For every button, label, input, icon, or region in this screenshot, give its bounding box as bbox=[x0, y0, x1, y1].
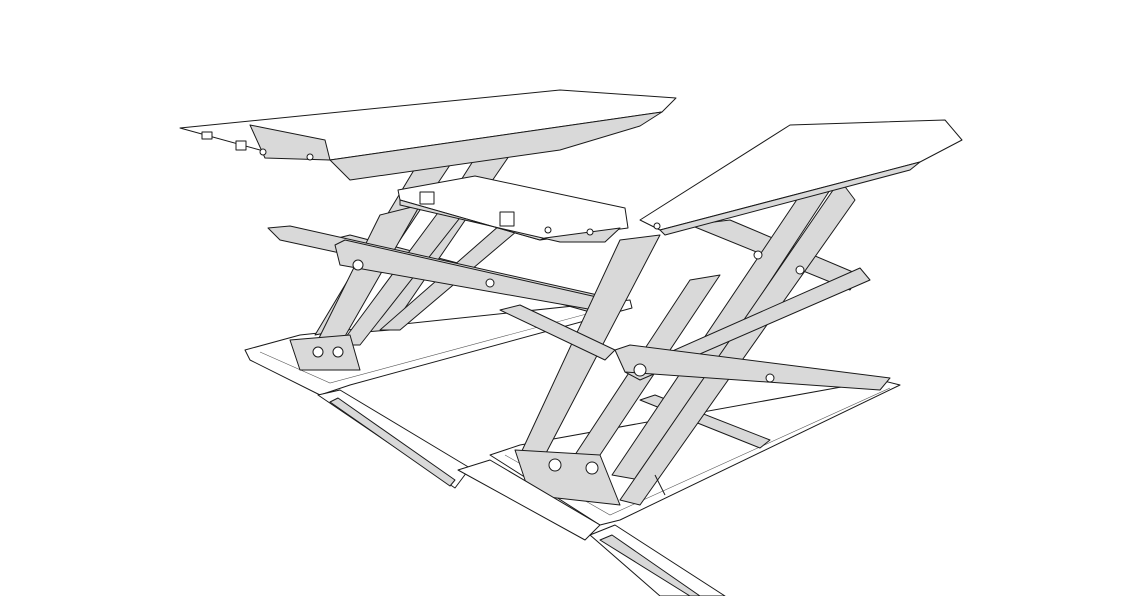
left-end-plate bbox=[249, 124, 331, 161]
right-arm-long bbox=[619, 179, 856, 506]
right-pin-2 bbox=[765, 373, 775, 383]
left-front-plate-edge bbox=[399, 199, 621, 243]
right-ramp-left bbox=[457, 459, 601, 541]
right-main-beam bbox=[614, 344, 891, 391]
right-lift bbox=[457, 119, 963, 596]
left-platform-underside bbox=[329, 111, 663, 181]
right-platform-edge bbox=[659, 161, 921, 236]
left-lift bbox=[179, 89, 677, 489]
left-hinge-block bbox=[289, 334, 361, 371]
left-pin-2 bbox=[485, 278, 495, 288]
right-pin bbox=[633, 363, 647, 377]
left-pin bbox=[352, 259, 364, 271]
